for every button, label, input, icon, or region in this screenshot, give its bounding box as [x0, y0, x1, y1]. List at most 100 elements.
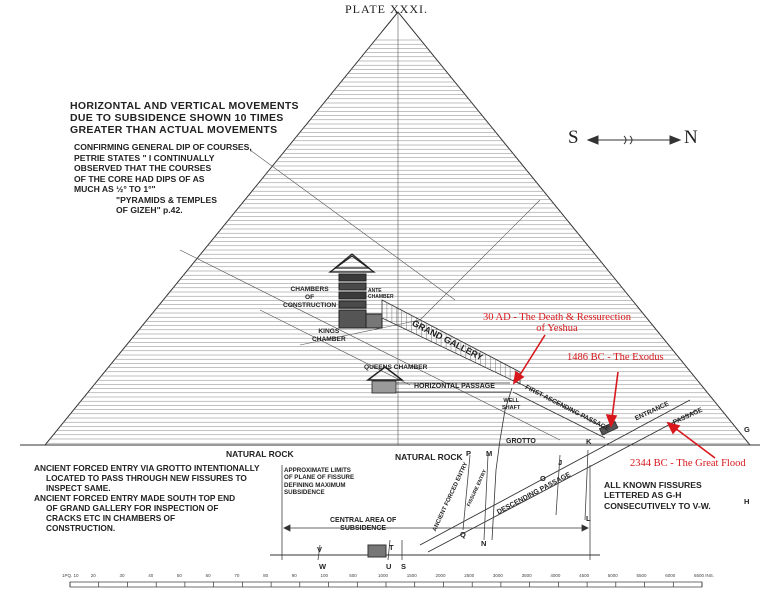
scale-label: 4500: [579, 573, 590, 578]
scale-label: 30: [119, 573, 125, 578]
scale-label: 70: [234, 573, 240, 578]
heading-line: HORIZONTAL AND VERTICAL MOVEMENTS: [70, 100, 299, 112]
scale-label: 5500: [636, 573, 647, 578]
scale-label: 1000: [378, 573, 389, 578]
label-line: CHAMBER: [312, 336, 346, 343]
fissure-letter-k: K: [586, 437, 592, 446]
scale-label: 80: [263, 573, 269, 578]
fissure-letter-n: N: [481, 539, 487, 548]
scale-label: 60: [205, 573, 211, 578]
label-line: OF: [304, 294, 315, 301]
queens-chamber-label: QUEENS CHAMBER: [364, 364, 428, 371]
label-line: ANTE: [368, 288, 382, 294]
well-shaft-label: WELL SHAFT: [502, 398, 520, 411]
fissure-letter-o: O: [540, 474, 546, 483]
note-line: OF PLANE OF FISSURE: [284, 474, 355, 482]
scale-label: 50: [176, 573, 182, 578]
central-area-label: CENTRAL AREA OF SUBSIDENCE: [330, 517, 396, 533]
fissure-letter-h: H: [744, 497, 750, 506]
label-line: CHAMBER: [368, 294, 394, 300]
heading-line: DUE TO SUBSIDENCE SHOWN 10 TIMES: [70, 112, 284, 124]
scale-label: 3500: [521, 573, 532, 578]
fissure-letter-q: Q: [460, 530, 466, 539]
annotation-arrows: [512, 334, 716, 459]
note-line: OBSERVED THAT THE COURSES: [74, 163, 212, 173]
note-line: INSPECT SAME.: [46, 483, 111, 493]
scale-bar: [69, 581, 703, 588]
heading-line: GREATER THAN ACTUAL MOVEMENTS: [70, 124, 278, 136]
horizontal-passage: [396, 382, 510, 393]
note-line: CONSECUTIVELY TO V-W.: [604, 500, 711, 511]
note-line: ANCIENT FORCED ENTRY VIA GROTTO INTENTIO…: [34, 463, 260, 473]
queens-chamber-structure: [365, 366, 405, 394]
scale-label: 1PQ. 10: [62, 573, 79, 578]
note-line: OF THE CORE HAD DIPS OF AS: [74, 173, 205, 184]
fissure-letter-g: G: [744, 425, 750, 434]
compass-north: N: [684, 127, 698, 148]
note-line: LOCATED TO PASS THROUGH NEW FISSURES TO: [46, 473, 247, 483]
scale-label: 2000: [435, 573, 446, 578]
fissure-letter-l: L: [586, 514, 591, 523]
fissure-letter-s: S: [401, 562, 407, 571]
annotation-1486bc: 1486 BC - The Exodus: [567, 352, 664, 363]
fissure-letter-u: U: [386, 562, 392, 571]
scale-label: 6500 INS.: [694, 573, 715, 578]
note-line: CRACKS ETC IN CHAMBERS OF: [46, 513, 176, 523]
first-ascending-passage: [512, 379, 606, 439]
label-line: SHAFT: [502, 404, 521, 411]
label-line: CENTRAL AREA OF: [330, 517, 397, 524]
scale-label: 4000: [550, 573, 561, 578]
label-line: SUBSIDENCE: [340, 525, 387, 532]
label-line: CHAMBERS: [290, 286, 329, 293]
scale-label: 6000: [665, 573, 676, 578]
kings-chamber-label: KINGS CHAMBER: [312, 328, 346, 344]
note-line: OF GRAND GALLERY FOR INSPECTION OF: [46, 503, 219, 513]
fissure-letter-w: W: [319, 562, 327, 571]
fissure-lines: [281, 449, 591, 561]
subterranean-base: [270, 544, 600, 558]
fissure-letter-t: T: [389, 543, 394, 552]
fissure-letter-v: V: [317, 545, 323, 554]
note-line: SUBSIDENCE: [284, 489, 325, 497]
note-line: PETRIE STATES " I CONTINUALLY: [74, 152, 215, 163]
fissure-limits-note: APPROXIMATE LIMITS OF PLANE OF FISSURE D…: [284, 467, 354, 497]
note-line: LETTERED AS G-H: [604, 490, 682, 501]
subsidence-heading: HORIZONTAL AND VERTICAL MOVEMENTS DUE TO…: [70, 100, 299, 136]
scale-label: 100: [320, 573, 329, 578]
note-line: CONSTRUCTION.: [46, 523, 116, 533]
compass-south: S: [568, 127, 579, 148]
scale-label: 500: [349, 573, 357, 578]
scale-label: 1500: [406, 573, 417, 578]
kings-chamber-structure: [328, 253, 383, 329]
scale-label: 90: [291, 573, 297, 578]
fissure-letter-p: P: [466, 449, 472, 458]
scale-label: 5000: [607, 573, 618, 578]
well-shaft-line: [491, 387, 513, 541]
label-line: WELL: [503, 398, 519, 404]
forced-entry-note: ANCIENT FORCED ENTRY VIA GROTTO INTENTIO…: [34, 463, 260, 533]
scale-label: 20: [90, 573, 96, 578]
annotation-30ad: 30 AD - The Death & Ressurection of Yesh…: [483, 312, 631, 334]
annotation-2344bc: 2344 BC - The Great Flood: [630, 458, 746, 469]
annotation-line: 30 AD - The Death & Ressurection: [483, 312, 631, 323]
note-line: OF GIZEH" p.42.: [116, 205, 183, 215]
compass-arrow: [586, 135, 682, 145]
label-line: CONSTRUCTION: [283, 302, 337, 309]
note-line: DEFINING MAXIMUM: [284, 481, 346, 489]
scale-label: 3000: [492, 573, 503, 578]
note-line: ANCIENT FORCED ENTRY MADE SOUTH TOP END: [34, 493, 236, 503]
horizontal-passage-label: HORIZONTAL PASSAGE: [414, 383, 495, 390]
internal-diagonals: [179, 12, 561, 445]
fissure-letter-j: J: [558, 458, 563, 467]
note-line: ALL KNOWN FISSURES: [604, 480, 702, 490]
label-line: KINGS: [318, 328, 340, 335]
plate-title: PLATE XXXI.: [345, 2, 428, 16]
chambers-of-construction-label: CHAMBERS OF CONSTRUCTION: [283, 286, 336, 310]
grotto-label: GROTTO: [506, 438, 536, 445]
scale-label: 40: [148, 573, 154, 578]
fissures-note: ALL KNOWN FISSURES LETTERED AS G-H CONSE…: [604, 480, 711, 511]
compass: S N: [568, 124, 698, 154]
central-area-bracket: [283, 524, 589, 532]
note-line: CONFIRMING GENERAL DIP OF COURSES,: [74, 142, 252, 152]
